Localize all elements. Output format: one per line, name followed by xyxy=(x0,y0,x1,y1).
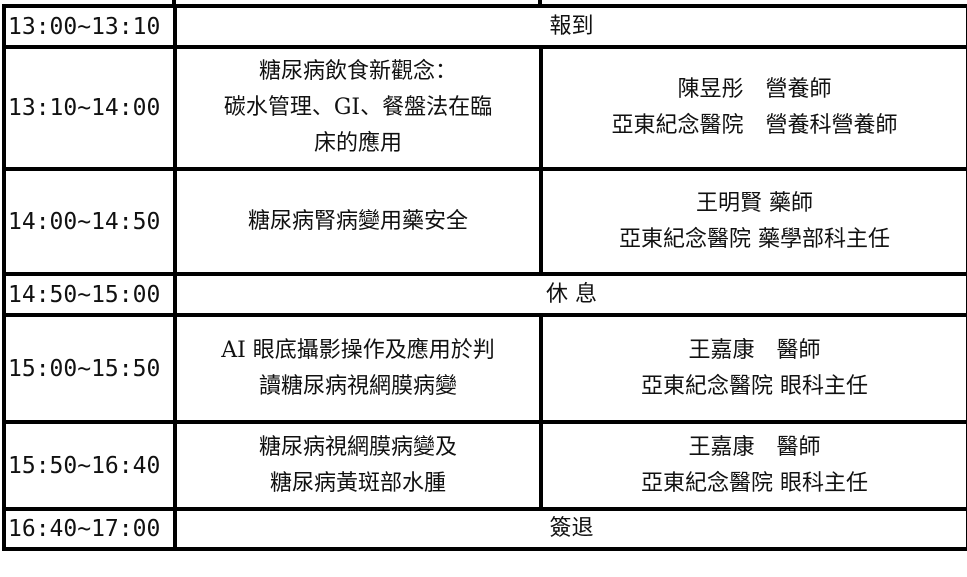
speaker-name: 王嘉康 醫師 xyxy=(688,434,821,460)
table-row: 15:50~16:40 糖尿病視網膜病變及 糖尿病黃斑部水腫 王嘉康 醫師 亞東… xyxy=(2,420,967,511)
table-top-edge xyxy=(0,0,967,6)
speaker-cell: 王明賢 藥師 亞東紀念醫院 藥學部科主任 xyxy=(538,167,967,276)
column-divider-stub xyxy=(538,0,542,6)
topic-line: 碳水管理、GI、餐盤法在臨 xyxy=(223,95,493,120)
speaker-affiliation: 亞東紀念醫院 眼科主任 xyxy=(641,470,868,496)
table-row: 16:40~17:00 簽退 xyxy=(2,507,967,551)
speaker-affiliation: 亞東紀念醫院 營養科營養師 xyxy=(611,113,898,138)
time-cell: 16:40~17:00 xyxy=(2,507,177,551)
time-cell: 14:00~14:50 xyxy=(2,167,177,276)
topic-cell: 糖尿病飲食新觀念： 碳水管理、GI、餐盤法在臨 床的應用 xyxy=(173,45,543,171)
topic-cell: AI 眼底攝影操作及應用於判 讀糖尿病視網膜病變 xyxy=(173,313,543,424)
speaker-cell: 陳昱彤 營養師 亞東紀念醫院 營養科營養師 xyxy=(538,45,967,171)
column-divider-stub xyxy=(172,0,176,6)
time-cell: 13:00~13:10 xyxy=(2,4,177,49)
topic-line: 糖尿病腎病變用藥安全 xyxy=(247,208,468,234)
table-row: 15:00~15:50 AI 眼底攝影操作及應用於判 讀糖尿病視網膜病變 王嘉康… xyxy=(2,313,967,424)
topic-line: 糖尿病視網膜病變及 xyxy=(258,434,457,460)
speaker-name: 陳昱彤 營養師 xyxy=(677,77,832,102)
time-cell: 14:50~15:00 xyxy=(2,272,177,317)
time-cell: 15:50~16:40 xyxy=(2,420,177,511)
topic-line: AI 眼底攝影操作及應用於判 xyxy=(221,337,495,363)
speaker-cell: 王嘉康 醫師 亞東紀念醫院 眼科主任 xyxy=(538,420,967,511)
activity-cell: 簽退 xyxy=(172,507,967,551)
time-cell: 13:10~14:00 xyxy=(2,45,177,171)
topic-cell: 糖尿病視網膜病變及 糖尿病黃斑部水腫 xyxy=(173,420,543,511)
speaker-name: 王嘉康 醫師 xyxy=(688,337,821,363)
speaker-name: 王明賢 藥師 xyxy=(696,190,813,216)
topic-line: 讀糖尿病視網膜病變 xyxy=(258,373,457,399)
topic-line: 糖尿病飲食新觀念： xyxy=(258,59,457,84)
time-cell: 15:00~15:50 xyxy=(2,313,177,424)
table-row: 13:00~13:10 報到 xyxy=(2,4,967,49)
speaker-affiliation: 亞東紀念醫院 眼科主任 xyxy=(641,373,868,399)
table-row: 14:00~14:50 糖尿病腎病變用藥安全 王明賢 藥師 亞東紀念醫院 藥學部… xyxy=(2,167,967,276)
speaker-cell: 王嘉康 醫師 亞東紀念醫院 眼科主任 xyxy=(538,313,967,424)
speaker-affiliation: 亞東紀念醫院 藥學部科主任 xyxy=(619,226,890,252)
topic-line: 床的應用 xyxy=(313,131,402,156)
topic-line: 糖尿病黃斑部水腫 xyxy=(269,470,446,496)
table-row: 14:50~15:00 休 息 xyxy=(2,272,967,317)
activity-cell: 休 息 xyxy=(172,272,967,317)
topic-cell: 糖尿病腎病變用藥安全 xyxy=(173,167,543,276)
schedule-table: 13:00~13:10 報到 13:10~14:00 糖尿病飲食新觀念： 碳水管… xyxy=(2,4,967,551)
table-row: 13:10~14:00 糖尿病飲食新觀念： 碳水管理、GI、餐盤法在臨 床的應用… xyxy=(2,45,967,171)
activity-cell: 報到 xyxy=(172,4,967,49)
